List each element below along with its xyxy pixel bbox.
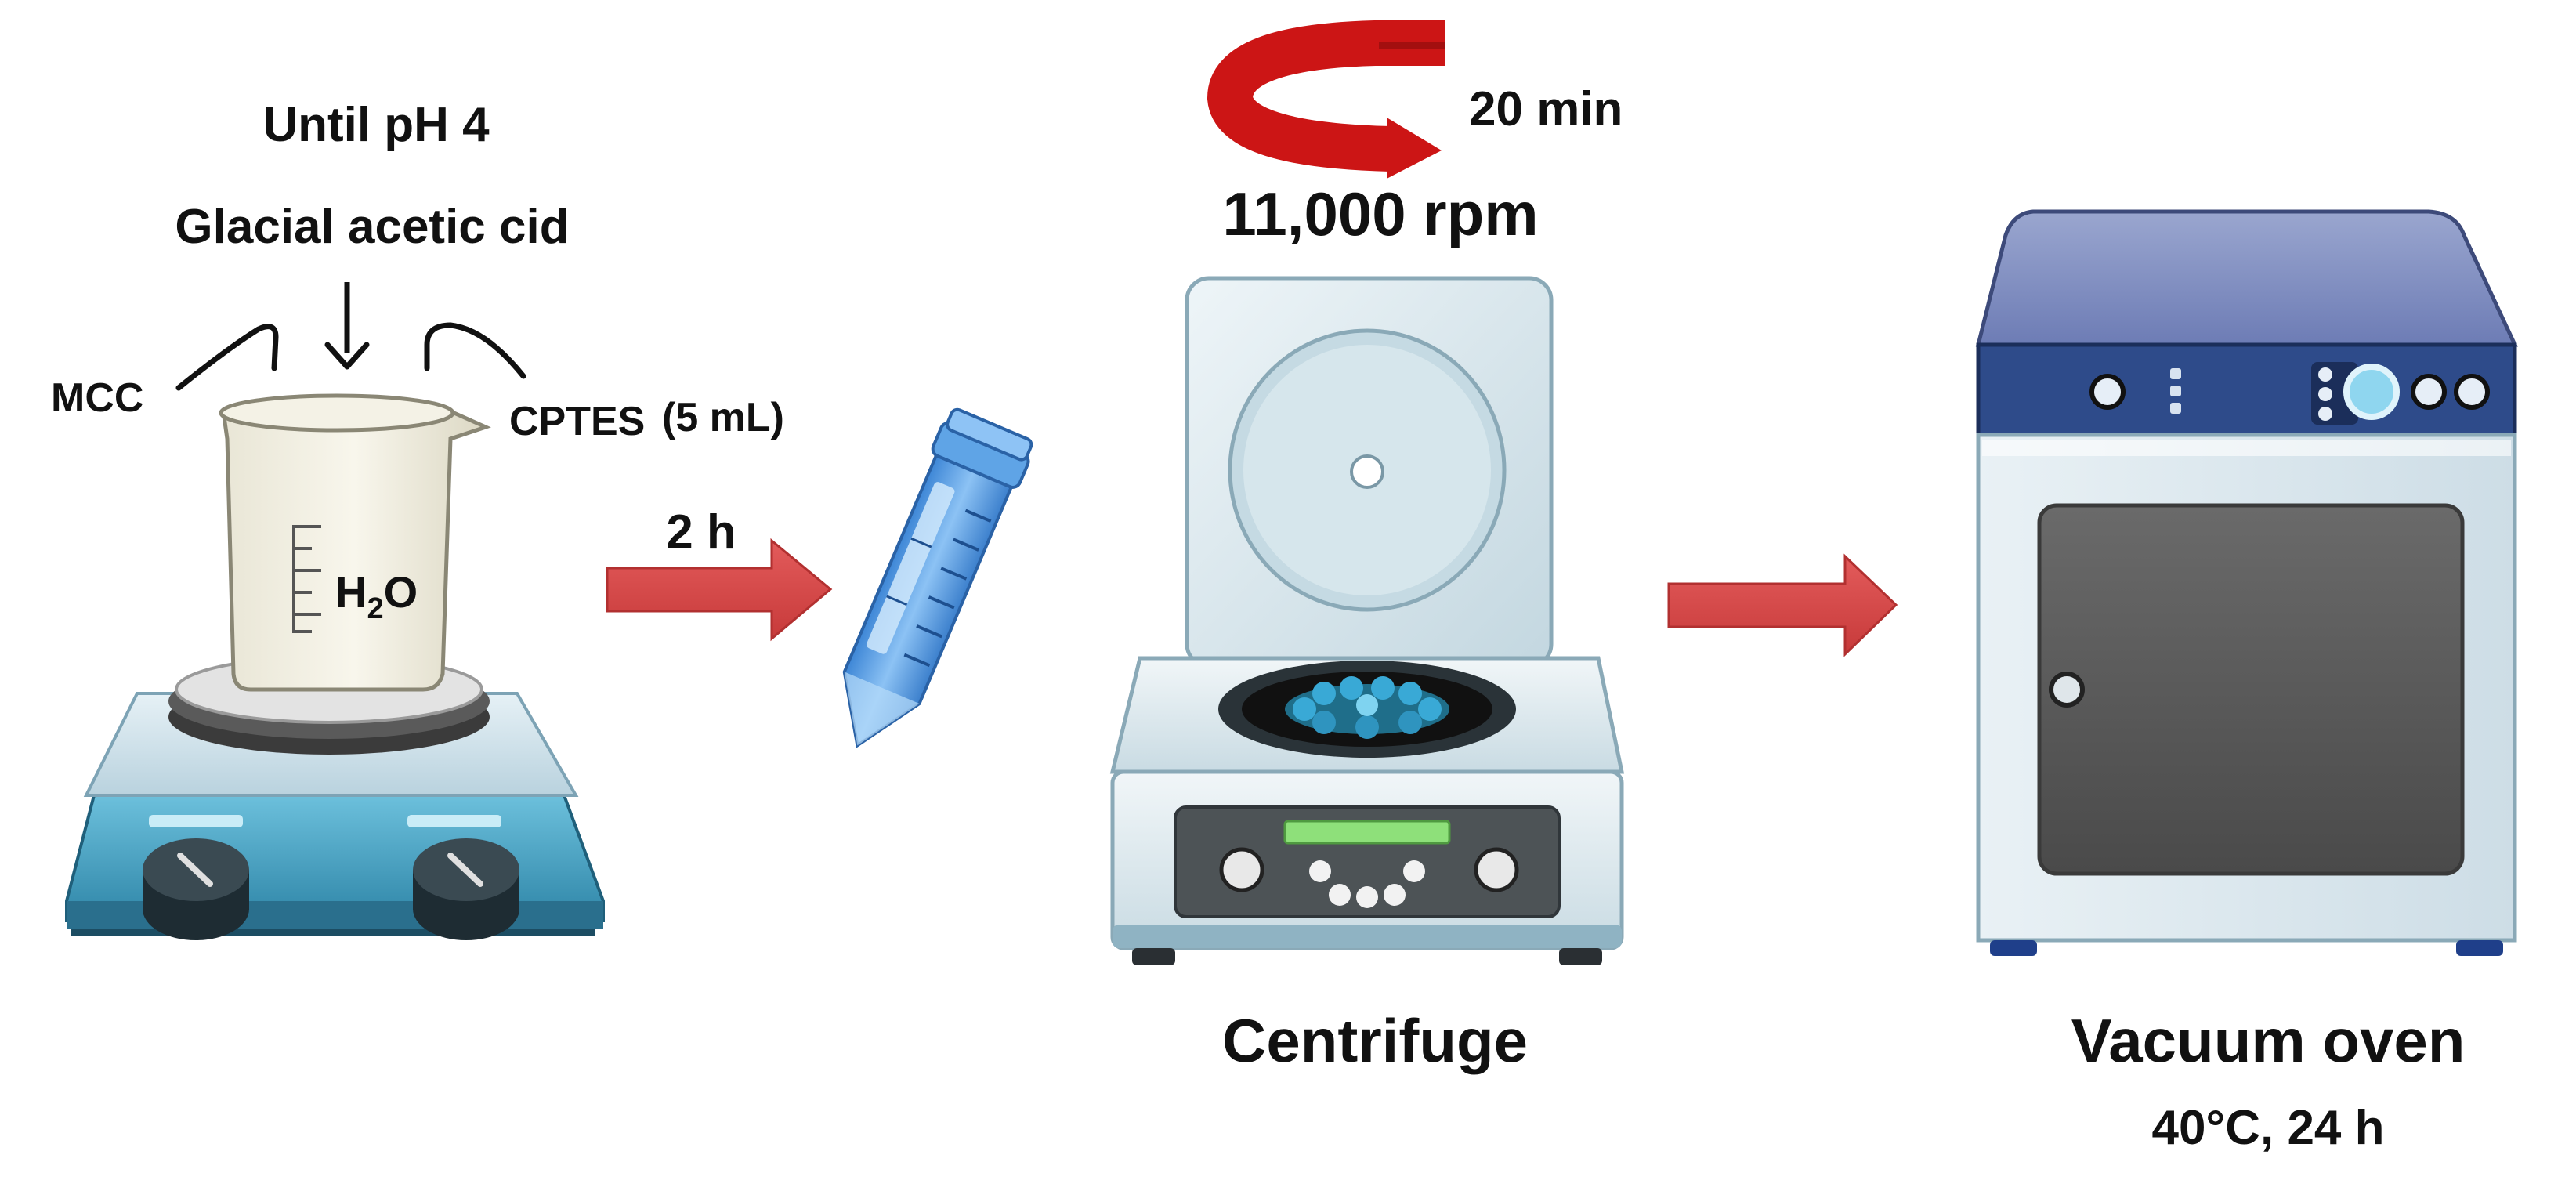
right-knob-icon [413, 838, 519, 940]
vacuum-oven-icon [1975, 209, 2518, 956]
mcc-pour-curve [175, 324, 279, 391]
rpm-label: 11,000 rpm [1222, 179, 1538, 248]
volume-label: (5 mL) [662, 395, 784, 440]
centrifuge-icon [1109, 276, 1625, 965]
acid-label: Glacial acetic cid [175, 200, 569, 254]
water-label: H2O [335, 567, 418, 625]
ph-target-label: Until pH 4 [262, 98, 490, 152]
oven-controls-icon [2089, 362, 2490, 425]
mcc-label: MCC [51, 375, 143, 421]
mix-time-label: 2 h [666, 505, 736, 559]
cptes-pour-curve [424, 322, 526, 379]
oven-conditions-label: 40°C, 24 h [2151, 1101, 2384, 1155]
spin-time-label: 20 min [1469, 82, 1623, 136]
flow-arrow-2 [1667, 553, 1898, 657]
addition-arrow-icon [324, 282, 370, 370]
rotor-icon [1285, 676, 1449, 739]
beaker-icon [219, 393, 491, 692]
centrifuge-label: Centrifuge [1222, 1006, 1528, 1075]
cptes-label: CPTES [509, 399, 645, 444]
hotplate-stirrer-icon [65, 655, 605, 940]
oven-label: Vacuum oven [2071, 1006, 2466, 1075]
flow-arrow-1 [606, 538, 833, 642]
left-knob-icon [143, 838, 249, 940]
rotation-arrow-icon [1207, 20, 1445, 179]
falcon-tube-icon [842, 407, 1033, 748]
